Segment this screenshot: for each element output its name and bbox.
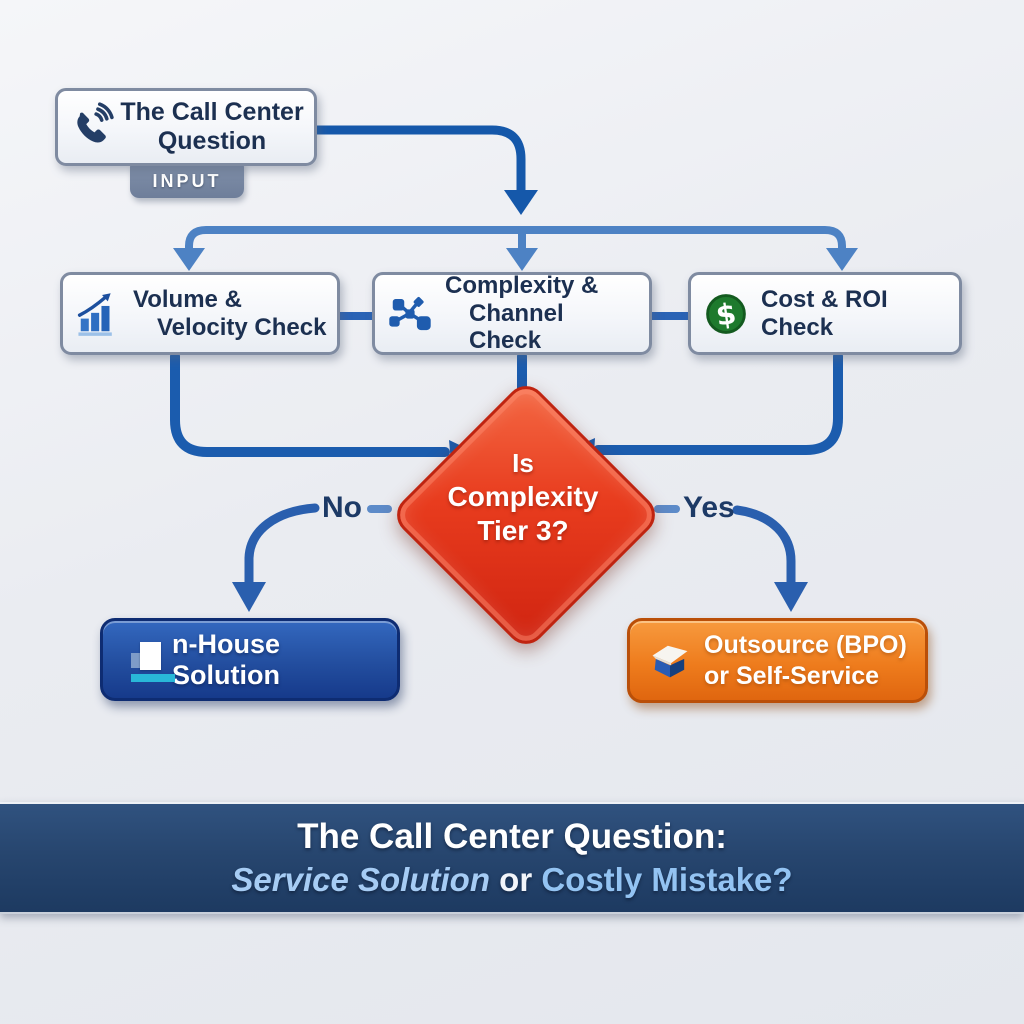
outsource-line2: or Self-Service <box>704 661 880 690</box>
network-icon <box>387 291 433 337</box>
check3-line1: Cost & ROI <box>761 285 888 313</box>
block-i-front <box>140 641 161 670</box>
branch-label-yes: Yes <box>683 491 735 524</box>
check3-line2: Check <box>761 313 834 341</box>
check1-line1: Volume & <box>133 285 242 313</box>
branch-label-no: No <box>322 491 362 524</box>
phone-icon <box>72 100 120 155</box>
decision-line1: Is <box>512 448 534 478</box>
node-volume-velocity-check: Volume & Velocity Check <box>60 272 340 355</box>
in-house-label: n-House Solution <box>172 628 280 690</box>
package-box-icon <box>646 637 694 685</box>
banner-subtitle-accent: Costly Mistake? <box>541 861 793 898</box>
check2-line1: Complexity & <box>445 272 599 300</box>
node-complexity-channel-check: Complexity & Channel Check <box>372 272 652 355</box>
node-outsource-self-service: Outsource (BPO) or Self-Service <box>627 618 928 703</box>
node-call-center-question: The Call Center Question <box>55 88 317 166</box>
svg-text:$: $ <box>714 296 739 332</box>
outsource-line1: Outsource (BPO) <box>704 631 907 659</box>
node-in-house-solution: n-House Solution <box>100 618 400 701</box>
check1-line2: Velocity Check <box>157 313 327 341</box>
decision-line2: Complexity <box>447 480 599 512</box>
banner-title: The Call Center Question: <box>297 817 727 856</box>
arrow-input-to-hub <box>311 125 538 215</box>
bar-chart-icon <box>75 291 121 337</box>
banner-subtitle-or: or <box>499 861 533 898</box>
arrow-no-branch <box>232 503 392 612</box>
banner-subtitle: Service Solution or Costly Mistake? <box>0 861 1024 899</box>
input-node-label: The Call Center Question <box>120 98 304 155</box>
cyan-underline <box>131 673 175 682</box>
banner-subtitle-italic: Service Solution <box>231 861 490 898</box>
check2-line2: Channel Check <box>469 299 564 355</box>
decision-line3: Tier 3? <box>477 514 569 546</box>
decision-label: Is Complexity Tier 3? <box>393 448 653 548</box>
title-banner: The Call Center Question: Service Soluti… <box>0 802 1024 914</box>
node-cost-roi-check: $ Cost & ROI Check <box>688 272 962 355</box>
arrow-distribution-rail <box>173 226 858 271</box>
dollar-icon: $ <box>703 291 749 337</box>
block-i-icon <box>131 637 175 683</box>
